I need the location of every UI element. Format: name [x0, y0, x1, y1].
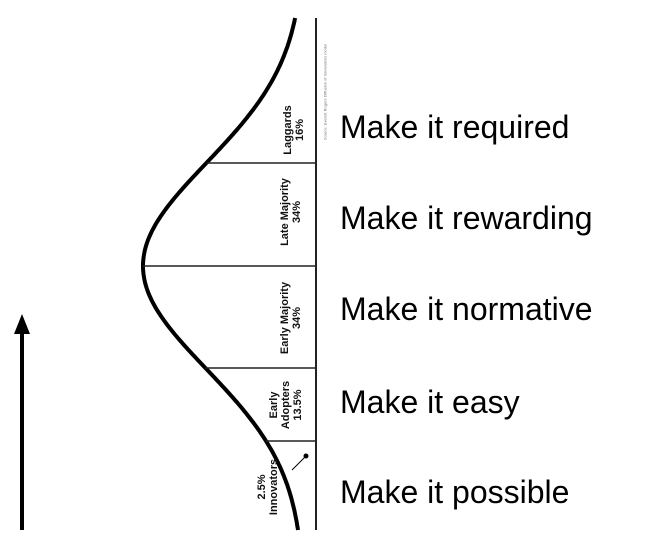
stage-rewarding: Make it rewarding	[340, 200, 593, 236]
up-arrow-head	[14, 314, 30, 334]
stage-possible: Make it possible	[340, 474, 570, 510]
source-note: Source: Everett Rogers Diffusion of Inno…	[322, 43, 328, 141]
stage-normative: Make it normative	[340, 291, 593, 327]
innovators-dot	[303, 453, 309, 459]
stage-required: Make it required	[340, 109, 570, 145]
stage-easy: Make it easy	[340, 384, 520, 420]
segment-innovators: 2.5%Innovators	[256, 458, 280, 516]
innovators-pointer	[291, 455, 307, 471]
bell-curve	[141, 17, 300, 531]
